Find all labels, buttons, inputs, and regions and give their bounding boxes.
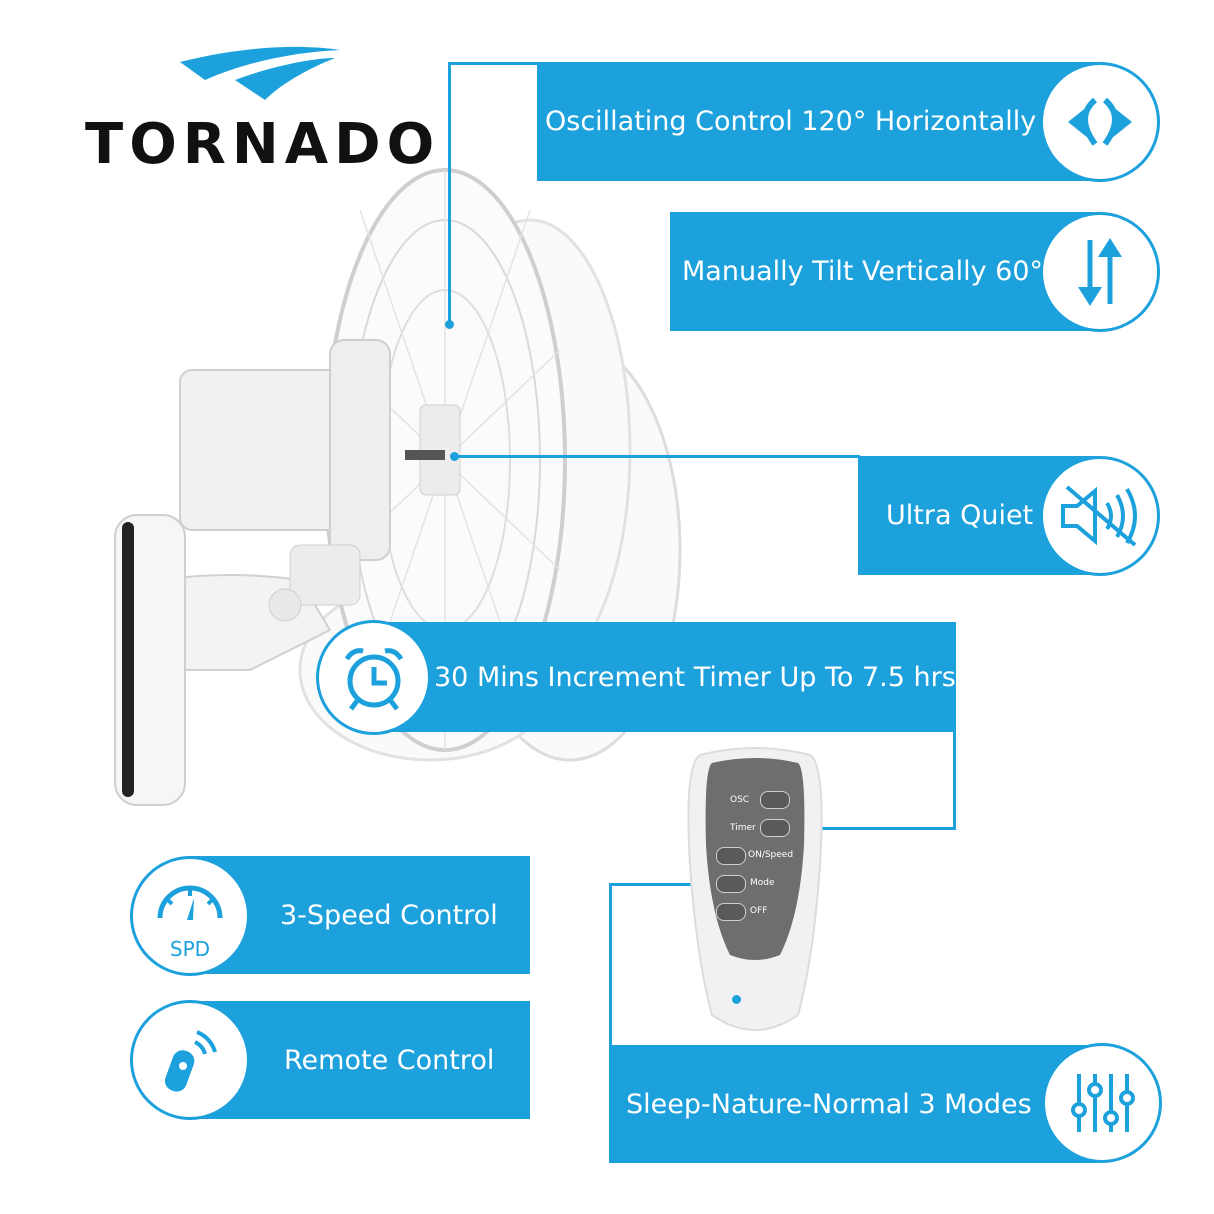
- connector-line: [448, 62, 538, 65]
- feature-timer: 30 Mins Increment Timer Up To 7.5 hrs: [374, 622, 956, 732]
- feature-quiet-label: Ultra Quiet: [886, 500, 1034, 531]
- feature-remote-label: Remote Control: [284, 1044, 495, 1076]
- remote-button-off[interactable]: [716, 903, 746, 921]
- feature-speed-label: 3-Speed Control: [280, 899, 498, 931]
- remote-button-timer[interactable]: [760, 819, 790, 837]
- remote-button-mode[interactable]: [716, 875, 746, 893]
- feature-oscillating-label: Oscillating Control 120° Horizontally: [545, 106, 1037, 137]
- remote-label-timer: Timer: [730, 823, 756, 833]
- alarm-clock-icon: [344, 647, 403, 710]
- connector-dot: [450, 452, 459, 461]
- speed-icon-label: SPD: [169, 937, 211, 961]
- remote-signal-icon: [164, 1030, 217, 1092]
- mute-speaker-icon: [1061, 485, 1137, 547]
- connector-line: [448, 62, 451, 325]
- connector-line: [609, 883, 729, 886]
- feature-tilt-label: Manually Tilt Vertically 60°: [682, 256, 1043, 287]
- feature-modes-label: Sleep-Nature-Normal 3 Modes: [626, 1088, 1032, 1120]
- connector-line: [455, 455, 860, 458]
- connector-dot: [732, 995, 741, 1004]
- left-right-arrows-icon: [1068, 97, 1132, 146]
- timer-icon-circle: [316, 620, 431, 735]
- connector-line: [780, 827, 955, 830]
- quiet-icon-circle: [1040, 456, 1160, 576]
- remote-button-osc[interactable]: [760, 791, 790, 809]
- logo-swoosh-icon: [180, 46, 340, 100]
- up-down-arrows-icon: [1078, 238, 1122, 306]
- remote-label-off: OFF: [750, 906, 768, 916]
- feature-tilt: Manually Tilt Vertically 60°: [670, 212, 1100, 331]
- remote-label-on-speed: ON/Speed: [748, 850, 794, 860]
- remote-button-on-speed[interactable]: [716, 847, 746, 865]
- feature-timer-label: 30 Mins Increment Timer Up To 7.5 hrs: [434, 661, 956, 693]
- speedometer-icon: [157, 885, 223, 920]
- modes-icon-circle: [1042, 1043, 1162, 1163]
- remote-label-osc: OSC: [730, 795, 750, 805]
- feature-oscillating: Oscillating Control 120° Horizontally: [537, 62, 1097, 181]
- oscillating-icon-circle: [1040, 62, 1160, 182]
- remote-icon-circle: [130, 1000, 250, 1120]
- connector-dot: [445, 320, 454, 329]
- tilt-icon-circle: [1040, 212, 1160, 332]
- brand-logo: TORNADO: [85, 40, 435, 180]
- remote-label-mode: Mode: [750, 878, 775, 888]
- remote-illustration: OSC Timer ON/Speed Mode OFF: [680, 745, 830, 1045]
- connector-line: [609, 883, 612, 1048]
- equalizer-sliders-icon: [1071, 1074, 1135, 1132]
- speed-icon-circle: SPD: [130, 856, 250, 976]
- feature-modes: Sleep-Nature-Normal 3 Modes: [609, 1045, 1099, 1163]
- brand-name: TORNADO: [85, 112, 441, 177]
